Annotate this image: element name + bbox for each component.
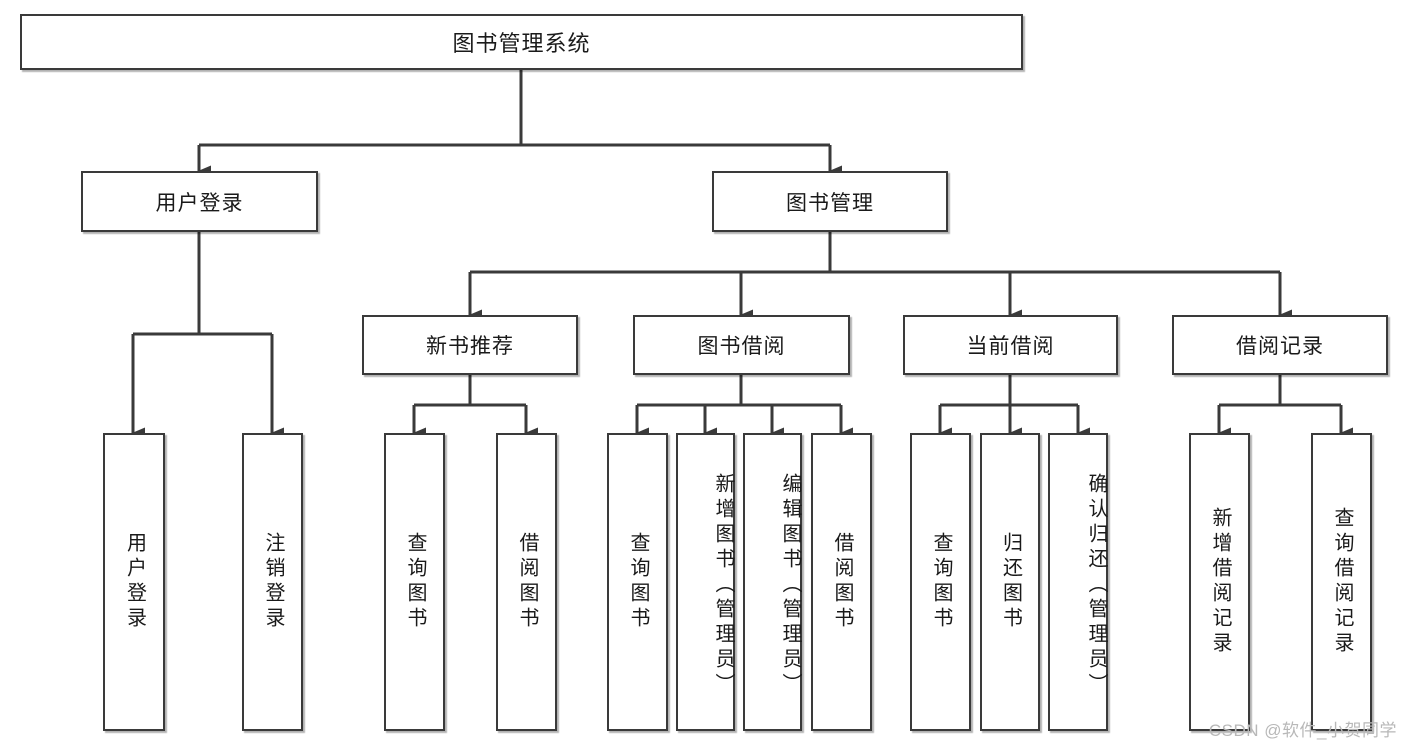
- node-book-management[interactable]: 图书管理: [712, 171, 948, 232]
- leaf-current-query-book[interactable]: 查询图书: [910, 433, 971, 731]
- node-root-library-system[interactable]: 图书管理系统: [20, 14, 1023, 70]
- node-label: 图书管理: [786, 191, 874, 215]
- node-label: 注销登录: [262, 532, 284, 632]
- leaf-borrow-add-book-admin[interactable]: 新增图书（管理员）: [676, 433, 735, 731]
- node-label: 借阅图书: [831, 532, 853, 632]
- leaf-borrow-borrow-book[interactable]: 借阅图书: [811, 433, 872, 731]
- node-label: 图书管理系统: [452, 31, 591, 56]
- leaf-record-query-record[interactable]: 查询借阅记录: [1311, 433, 1372, 731]
- node-label: 归还图书: [999, 532, 1022, 632]
- node-borrow-record[interactable]: 借阅记录: [1172, 315, 1388, 375]
- leaf-record-add-record[interactable]: 新增借阅记录: [1189, 433, 1250, 731]
- leaf-recommend-query-book[interactable]: 查询图书: [384, 433, 445, 731]
- watermark-text: CSDN @软件_小贺同学: [1208, 721, 1397, 740]
- leaf-borrow-query-book[interactable]: 查询图书: [607, 433, 668, 731]
- node-label: 用户登录: [123, 532, 146, 632]
- node-label: 确认归还（管理员）: [1085, 472, 1107, 698]
- node-label: 当前借阅: [966, 335, 1055, 358]
- node-label: 新增图书（管理员）: [712, 472, 734, 698]
- node-new-book-recommend[interactable]: 新书推荐: [362, 315, 578, 375]
- leaf-user-login-login[interactable]: 用户登录: [103, 433, 165, 731]
- node-label: 新增借阅记录: [1209, 507, 1231, 657]
- node-current-borrow[interactable]: 当前借阅: [903, 315, 1118, 375]
- leaf-user-login-logout[interactable]: 注销登录: [242, 433, 303, 731]
- node-user-login[interactable]: 用户登录: [81, 171, 318, 232]
- leaf-current-return-book[interactable]: 归还图书: [980, 433, 1040, 731]
- leaf-borrow-edit-book-admin[interactable]: 编辑图书（管理员）: [743, 433, 802, 731]
- node-book-borrow[interactable]: 图书借阅: [633, 315, 850, 375]
- node-label: 查询图书: [404, 532, 426, 632]
- node-label: 查询图书: [930, 532, 952, 632]
- leaf-recommend-borrow-book[interactable]: 借阅图书: [496, 433, 557, 731]
- node-label: 借阅记录: [1236, 335, 1324, 358]
- node-label: 查询借阅记录: [1331, 507, 1353, 657]
- node-label: 查询图书: [627, 532, 649, 632]
- node-label: 借阅图书: [516, 532, 538, 632]
- node-label: 用户登录: [155, 191, 244, 215]
- leaf-current-confirm-return-admin[interactable]: 确认归还（管理员）: [1048, 433, 1108, 731]
- node-label: 编辑图书（管理员）: [779, 472, 801, 698]
- node-label: 图书借阅: [697, 335, 786, 358]
- node-label: 新书推荐: [426, 335, 514, 358]
